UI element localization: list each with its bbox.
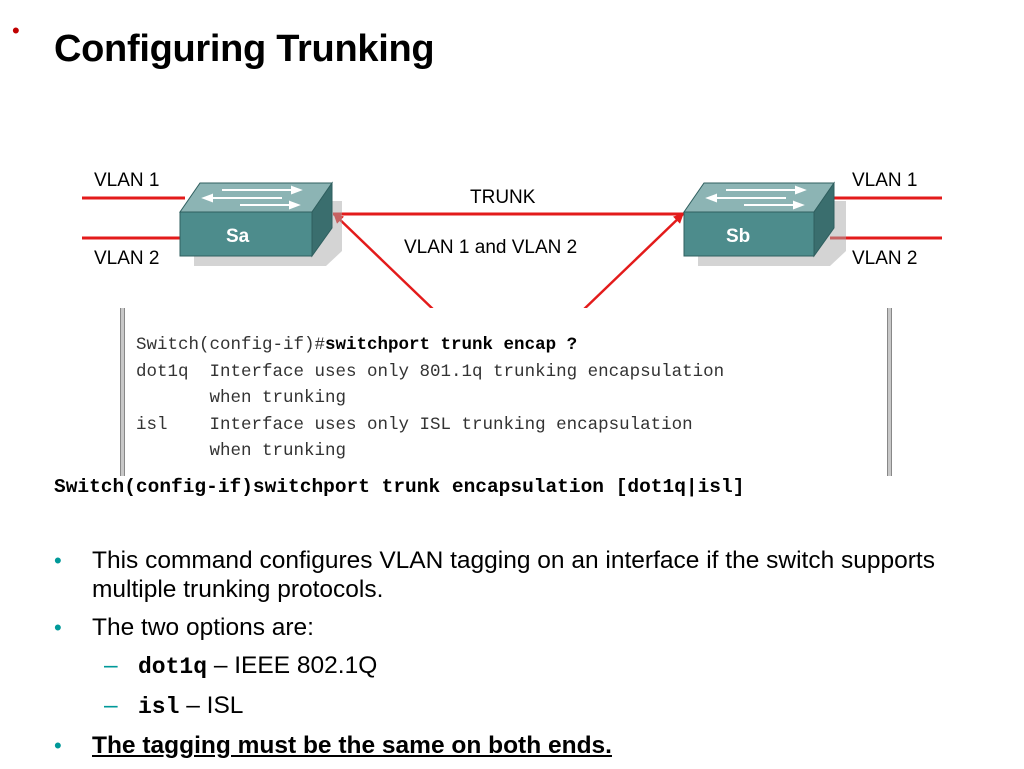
- bullet-dot-icon: •: [54, 548, 62, 573]
- left-vlan1-label: VLAN 1: [94, 170, 159, 191]
- switch-sb-label: Sb: [726, 226, 750, 247]
- bullet-dot-icon: •: [54, 615, 62, 640]
- bullet-item: • The two options are:: [54, 613, 984, 642]
- console-text: Switch(config-if)#switchport trunk encap…: [136, 332, 724, 465]
- console-output-panel: Switch(config-if)#switchport trunk encap…: [120, 308, 892, 476]
- console-line: dot1q Interface uses only 801.1q trunkin…: [136, 361, 725, 382]
- sub-bullet-item: – dot1q – IEEE 802.1Q: [54, 651, 984, 682]
- title-bullet-dot: •: [12, 18, 20, 43]
- bullet-item: • The tagging must be the same on both e…: [54, 731, 984, 760]
- switch-sa-label: Sa: [226, 226, 250, 247]
- bullet-text: This command configures VLAN tagging on …: [92, 547, 935, 603]
- console-prompt: Switch(config-if)#: [136, 335, 326, 355]
- slide-title: Configuring Trunking: [54, 28, 435, 70]
- pointer-arrow-left: [333, 213, 438, 314]
- switch-sb: Sb: [683, 181, 846, 266]
- console-bar-left: [120, 308, 125, 476]
- sub-bullet-code: isl: [138, 694, 180, 720]
- sub-bullet-code: dot1q: [138, 654, 208, 680]
- sub-bullet-dash-icon: –: [104, 692, 118, 719]
- switch-sb-arrows-icon: [705, 185, 807, 210]
- bullet-text: The two options are:: [92, 614, 314, 641]
- console-line: when trunking: [136, 441, 347, 461]
- switch-sa: Sa: [179, 181, 342, 266]
- console-bar-right: [887, 308, 892, 476]
- trunk-diagram: Sa Sb VLAN 1 VLAN 2 VLAN 1 VLAN 2 TRUNK …: [82, 170, 942, 314]
- sub-bullet-text: – IEEE 802.1Q: [207, 652, 378, 679]
- trunk-label: TRUNK: [470, 187, 536, 208]
- bullet-item: • This command configures VLAN tagging o…: [54, 546, 984, 604]
- command-syntax: Switch(config-if)switchport trunk encaps…: [54, 476, 745, 498]
- switch-sa-arrows-icon: [201, 185, 303, 210]
- console-line: isl Interface uses only ISL trunking enc…: [136, 414, 693, 435]
- right-vlan2-label: VLAN 2: [852, 248, 917, 269]
- bullet-dot-icon: •: [54, 733, 62, 758]
- trunk-vlans-label: VLAN 1 and VLAN 2: [404, 237, 577, 258]
- sub-bullet-dash-icon: –: [104, 652, 118, 679]
- left-vlan2-label: VLAN 2: [94, 248, 159, 269]
- console-command: switchport trunk encap ?: [325, 335, 578, 355]
- right-vlan1-label: VLAN 1: [852, 170, 917, 191]
- pointer-arrow-right: [579, 213, 684, 314]
- bullet-list: • This command configures VLAN tagging o…: [54, 546, 984, 769]
- console-line: when trunking: [136, 388, 347, 408]
- bullet-text-emphasis: The tagging must be the same on both end…: [92, 732, 612, 759]
- sub-bullet-text: – ISL: [179, 692, 244, 719]
- sub-bullet-item: – isl – ISL: [54, 691, 984, 722]
